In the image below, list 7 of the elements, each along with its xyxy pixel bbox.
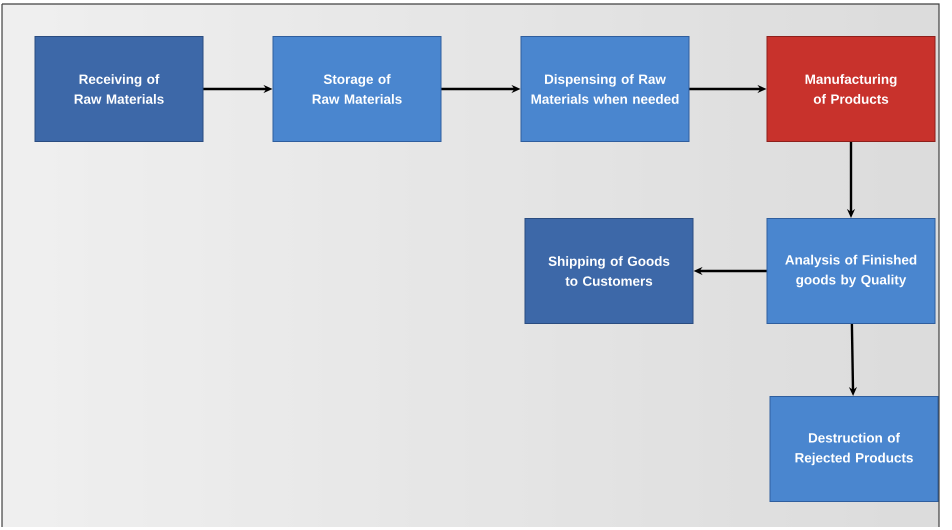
process-box: Shipping of Goods to Customers bbox=[524, 218, 694, 324]
process-box: Analysis of Finished goods by Quality bbox=[766, 218, 936, 324]
process-box: Storage of Raw Materials bbox=[272, 36, 442, 142]
process-box: Receiving of Raw Materials bbox=[34, 36, 204, 142]
process-box: Destruction of Rejected Products bbox=[770, 396, 938, 502]
process-box: Manufacturing of Products bbox=[766, 36, 936, 142]
process-box: Dispensing of Raw Materials when needed bbox=[520, 36, 690, 142]
